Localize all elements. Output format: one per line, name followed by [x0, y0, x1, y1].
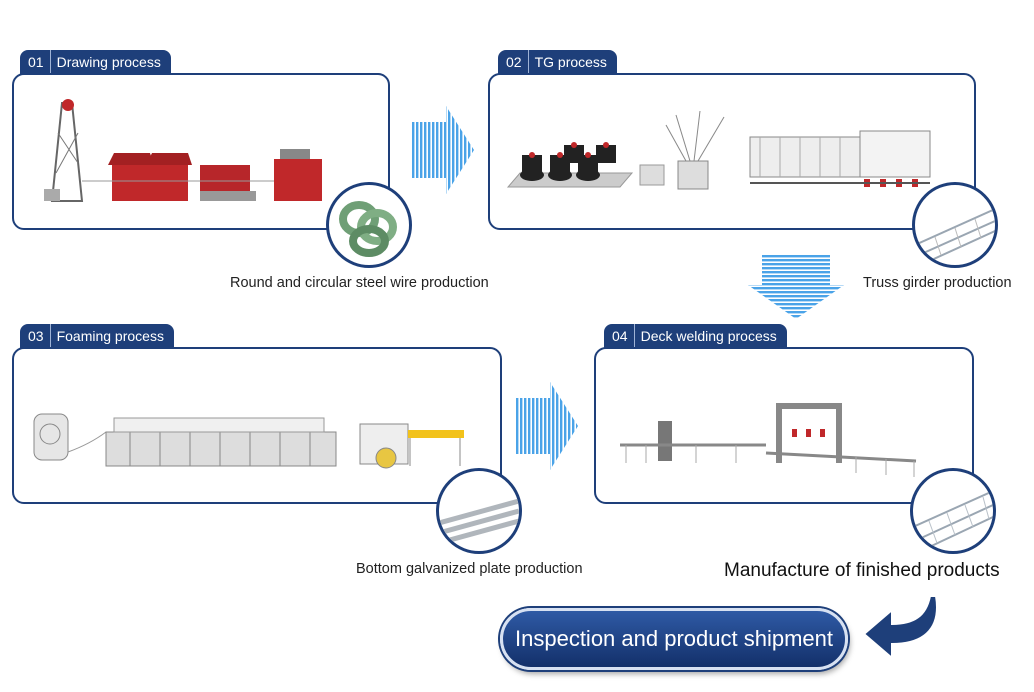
- arrow-right-icon: [516, 382, 578, 470]
- deck-welding-line-illustration: [620, 403, 917, 477]
- truss-girder-icon: [915, 208, 995, 264]
- step-02-tab: 02 TG process: [498, 50, 617, 74]
- arrow-down-icon: [748, 255, 844, 319]
- step-04-panel: [594, 347, 974, 504]
- step-02-caption: Truss girder production: [863, 275, 1012, 291]
- step-title: Drawing process: [56, 54, 161, 70]
- step-02-panel: [488, 73, 976, 230]
- truss-girder-machine-illustration: [506, 110, 931, 190]
- step-title: TG process: [534, 54, 607, 70]
- wire-coil-icon: [339, 201, 397, 257]
- deck-panel-icon: [913, 490, 993, 550]
- step-04-caption: Manufacture of finished products: [724, 560, 1000, 581]
- step-03-panel: [12, 347, 502, 504]
- step-03-tab: 03 Foaming process: [20, 324, 174, 348]
- wire-drawing-machine-illustration: [44, 99, 322, 202]
- step-title: Foaming process: [56, 328, 164, 344]
- step-03-caption: Bottom galvanized plate production: [356, 561, 583, 577]
- truss-girder-product-circle: [912, 182, 998, 268]
- galvanized-plate-product-circle: [436, 468, 522, 554]
- step-number: 04: [612, 324, 635, 348]
- finished-deck-product-circle: [910, 468, 996, 554]
- wire-coil-product-circle: [326, 182, 412, 268]
- step-01-panel: [12, 73, 390, 230]
- galvanized-plate-icon: [439, 498, 519, 546]
- step-number: 02: [506, 50, 529, 74]
- curved-arrow-left-icon: [862, 595, 938, 661]
- roll-forming-line-illustration: [33, 413, 464, 469]
- step-number: 01: [28, 50, 51, 74]
- step-04-tab: 04 Deck welding process: [604, 324, 787, 348]
- step-number: 03: [28, 324, 51, 348]
- step-title: Deck welding process: [640, 328, 777, 344]
- step-01-caption: Round and circular steel wire production: [230, 275, 489, 291]
- inspection-shipment-button: Inspection and product shipment: [500, 608, 848, 670]
- step-01-tab: 01 Drawing process: [20, 50, 171, 74]
- arrow-right-icon: [412, 106, 474, 194]
